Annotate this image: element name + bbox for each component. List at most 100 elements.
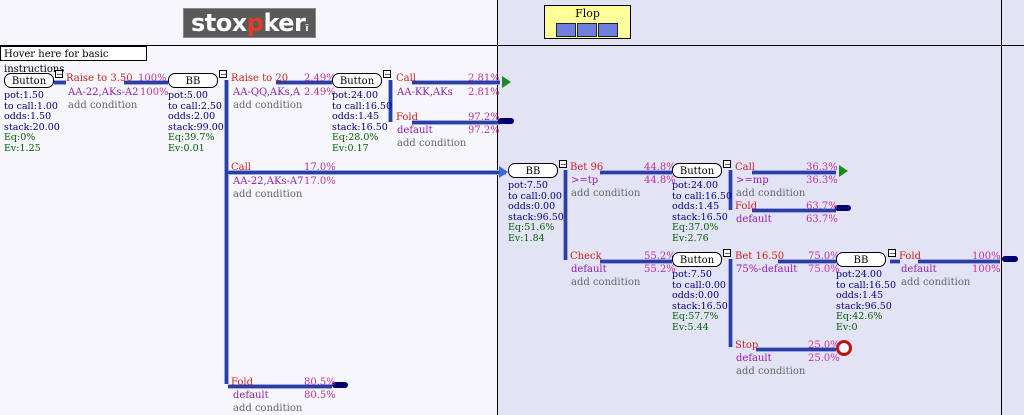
action-check[interactable]: Check <box>570 251 602 262</box>
add-condition-link[interactable]: add condition <box>233 403 303 414</box>
range-percent: 55.2% <box>644 264 676 275</box>
collapse-icon[interactable]: − <box>55 70 63 79</box>
flop-zone <box>498 0 1001 415</box>
flop-card-slot[interactable] <box>577 23 597 37</box>
action-percent: 2.81% <box>468 73 500 84</box>
tree-connector <box>752 208 836 213</box>
action-range[interactable]: >=tp <box>571 175 599 186</box>
tree-connector <box>224 80 229 384</box>
tree-connector <box>752 170 836 175</box>
tree-connector <box>563 170 568 260</box>
stoxpoker-logo: stoxpkerï <box>183 8 316 38</box>
action-range[interactable]: AA-22,AKs-A2 <box>68 87 139 98</box>
tree-connector <box>124 80 168 85</box>
tree-connector <box>728 259 733 347</box>
add-condition-link[interactable]: add condition <box>571 188 641 199</box>
action-percent: 17.0% <box>304 162 336 173</box>
add-condition-link[interactable]: add condition <box>233 189 303 200</box>
street-divider <box>497 0 498 415</box>
collapse-icon[interactable]: − <box>383 70 391 79</box>
action-raise-20[interactable]: Raise to 20 <box>231 73 289 84</box>
tree-connector <box>54 80 66 85</box>
tree-connector <box>728 170 733 210</box>
action-percent: 55.2% <box>644 251 676 262</box>
action-fold[interactable]: Fold <box>899 251 922 262</box>
add-condition-link[interactable]: add condition <box>233 100 303 111</box>
collapse-icon[interactable]: − <box>559 160 567 169</box>
action-call[interactable]: Call <box>396 73 417 84</box>
action-range[interactable]: default <box>736 214 772 225</box>
action-percent: 75.0% <box>808 251 840 262</box>
action-range[interactable]: default <box>571 264 607 275</box>
action-percent: 25.0% <box>808 340 840 351</box>
collapse-icon[interactable]: − <box>888 249 896 258</box>
action-range[interactable]: >=mp <box>736 175 769 186</box>
action-fold[interactable]: Fold <box>735 201 758 212</box>
action-range[interactable]: default <box>901 264 937 275</box>
range-percent: 100% <box>140 87 169 98</box>
add-condition-link[interactable]: add condition <box>571 277 641 288</box>
action-range[interactable]: 75%-default <box>736 264 798 275</box>
action-range[interactable]: default <box>397 125 433 136</box>
stop-icon[interactable] <box>836 340 852 356</box>
collapse-icon[interactable]: − <box>723 160 731 169</box>
action-fold[interactable]: Fold <box>231 377 254 388</box>
tree-connector <box>600 259 672 264</box>
action-range[interactable]: default <box>736 353 772 364</box>
collapse-icon[interactable]: − <box>723 249 731 258</box>
range-percent: 25.0% <box>808 353 840 364</box>
add-condition-link[interactable]: add condition <box>68 100 138 111</box>
node-button-preflop[interactable]: Button <box>4 73 54 88</box>
range-percent: 75.0% <box>808 264 840 275</box>
tree-connector <box>412 120 500 125</box>
street-divider <box>1001 0 1002 415</box>
range-percent: 44.8% <box>644 175 676 186</box>
flop-card-slot[interactable] <box>598 23 618 37</box>
action-range[interactable]: AA-KK,AKs <box>397 87 453 98</box>
call-arrow-icon[interactable] <box>502 76 511 88</box>
street-flop-box[interactable]: Flop <box>544 5 631 39</box>
node-button-vs-raise[interactable]: Button <box>332 73 382 88</box>
action-fold[interactable]: Fold <box>396 112 419 123</box>
add-condition-link[interactable]: add condition <box>901 277 971 288</box>
action-range[interactable]: AA-22,AKs-A7 <box>233 176 304 187</box>
range-percent: 97.2% <box>468 125 500 136</box>
action-call[interactable]: Call <box>735 162 756 173</box>
action-range[interactable]: default <box>233 390 269 401</box>
action-range[interactable]: AA-QQ,AKs,A <box>233 87 301 98</box>
action-stop[interactable]: Stop <box>735 340 759 351</box>
turn-zone <box>1002 0 1024 415</box>
node-bb-vs-bet[interactable]: BB <box>836 252 886 267</box>
action-percent: 100% <box>972 251 1001 262</box>
action-bet-16-50[interactable]: Bet 16.50 <box>735 251 785 262</box>
fold-end-icon[interactable] <box>835 205 851 211</box>
action-bet-96[interactable]: Bet 96 <box>570 162 604 173</box>
range-percent: 36.3% <box>806 175 838 186</box>
node-button-vs-bet[interactable]: Button <box>672 163 722 178</box>
action-percent: 36.3% <box>806 162 838 173</box>
add-condition-link[interactable]: add condition <box>397 138 467 149</box>
node-bb-preflop[interactable]: BB <box>168 73 218 88</box>
call-arrow-icon[interactable] <box>839 165 848 177</box>
fold-end-icon[interactable] <box>1002 256 1018 262</box>
action-raise-3-50[interactable]: Raise to 3.50 <box>66 73 133 84</box>
range-percent: 63.7% <box>806 214 838 225</box>
action-call[interactable]: Call <box>231 162 252 173</box>
flop-card-slot[interactable] <box>556 23 576 37</box>
instructions-hover-box[interactable]: Hover here for basic instructions <box>0 46 147 75</box>
arrow-right-icon <box>499 166 508 178</box>
fold-end-icon[interactable] <box>498 118 514 124</box>
add-condition-link[interactable]: add condition <box>736 188 806 199</box>
fold-end-icon[interactable] <box>332 382 348 388</box>
add-condition-link[interactable]: add condition <box>736 366 806 377</box>
collapse-icon[interactable]: − <box>219 70 227 79</box>
tree-connector <box>388 80 393 122</box>
action-percent: 80.5% <box>304 377 336 388</box>
node-bb-flop[interactable]: BB <box>508 163 558 178</box>
node-button-vs-check[interactable]: Button <box>672 252 722 267</box>
